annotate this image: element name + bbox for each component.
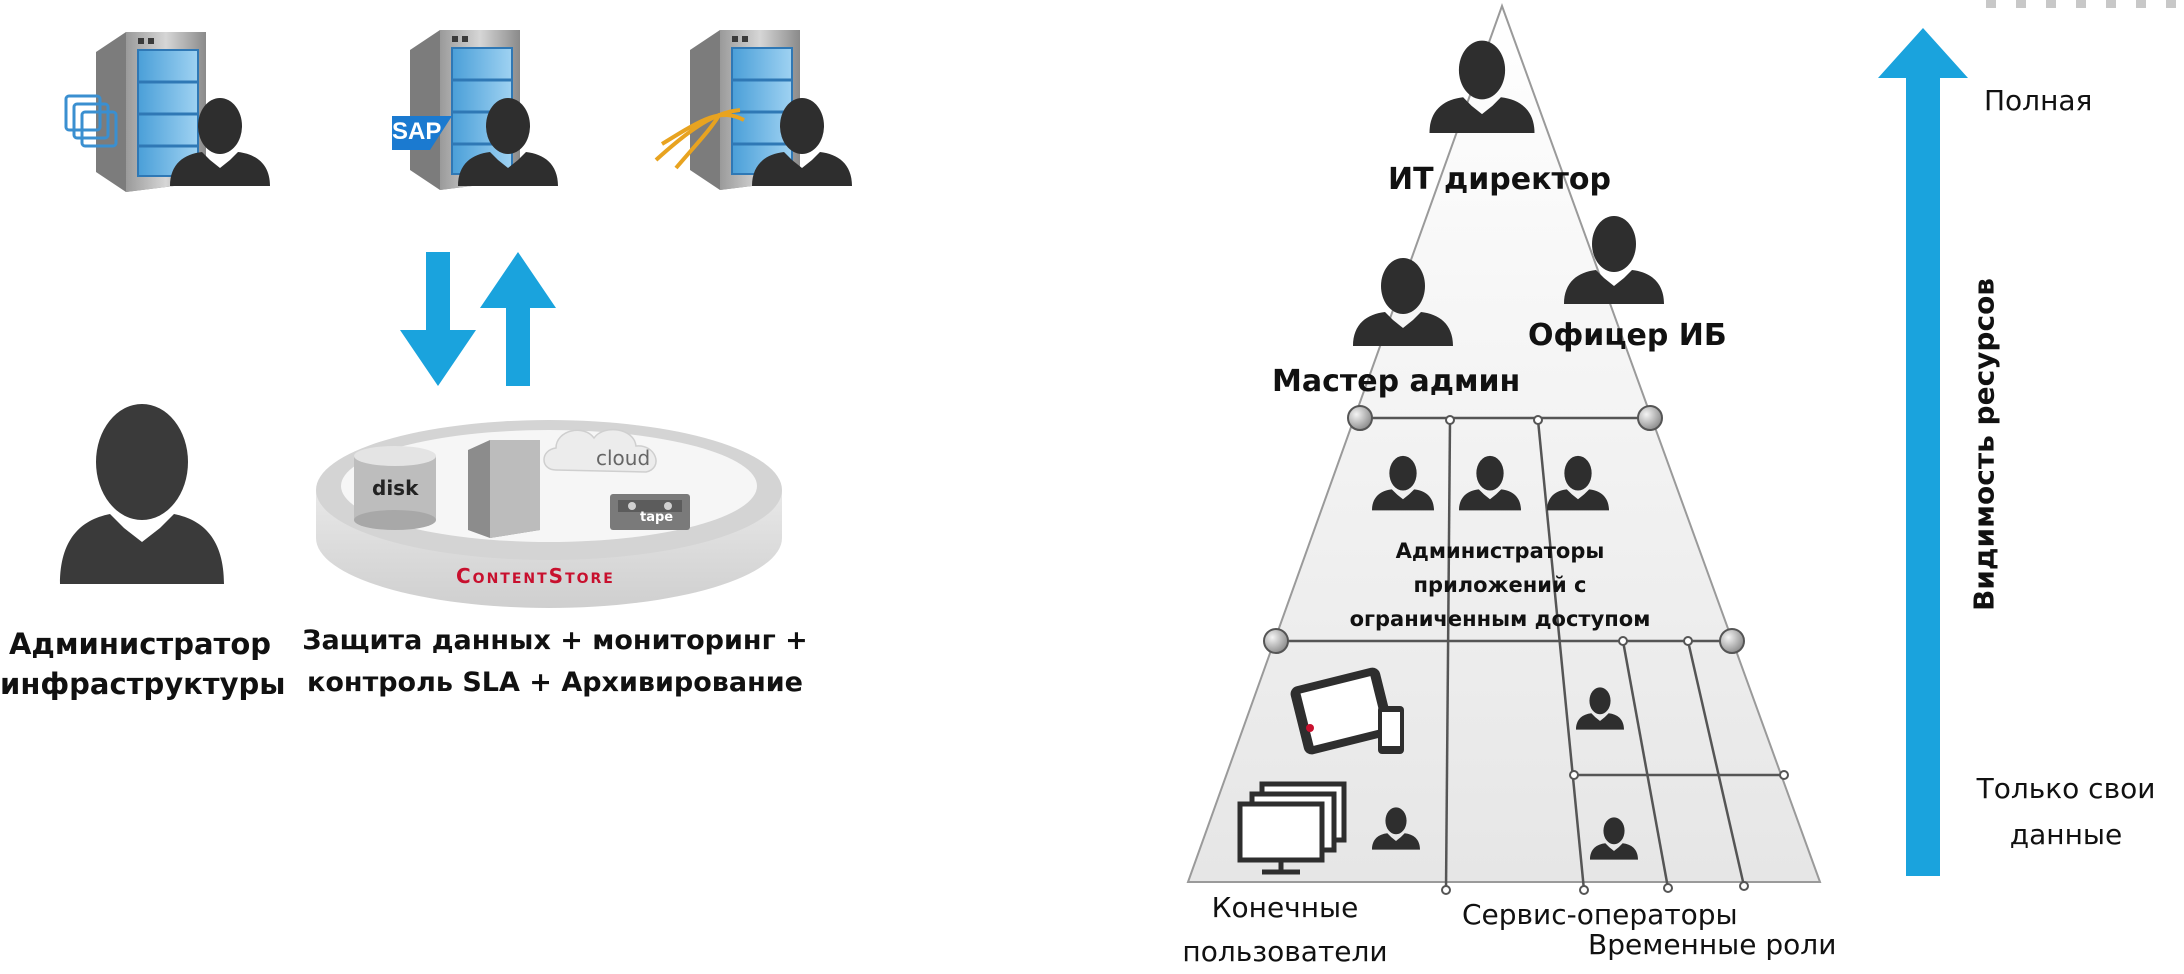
admin-caption-line: инфраструктуры [0, 667, 286, 701]
label-temporary-roles: Временные роли [1588, 928, 1837, 961]
label-service-operators: Сервис-операторы [1462, 898, 1738, 931]
admin-caption-line: Администратор [8, 627, 272, 661]
label-end-users-line: Конечные [1211, 891, 1359, 924]
scale-bottom-label: Только свои данные [1966, 766, 2166, 858]
level-handles [1263, 405, 1745, 654]
role-app-admins-line: Администраторы [1395, 539, 1605, 563]
role-it-director: ИТ директор [1388, 162, 1611, 197]
label-end-users-line: пользователи [1182, 935, 1388, 968]
role-app-admins: Администраторы приложений с ограниченным… [1330, 534, 1670, 636]
sql-server-logo-icon [654, 108, 745, 170]
services-caption-line: контроль SLA + Архивирование [307, 667, 803, 698]
tape-icon [610, 494, 690, 530]
disk-icon [354, 446, 436, 530]
scale-top-label: Полная [1984, 84, 2093, 117]
up-arrow-icon [1878, 28, 1968, 876]
label-end-users: Конечные пользователи [1170, 886, 1400, 974]
admin-silhouette-icon [60, 404, 224, 584]
services-caption-line: Защита данных + мониторинг + [302, 625, 808, 656]
scale-bottom-label-line: Только свои [1976, 772, 2156, 805]
services-caption: Защита данных + мониторинг + контроль SL… [300, 620, 810, 704]
tape-label: tape [640, 510, 674, 525]
scale-axis-label: Видимость ресурсов [1967, 277, 2001, 612]
phone-icon [1378, 706, 1404, 754]
role-master-admin: Мастер админ [1272, 364, 1521, 399]
role-security-officer: Офицер ИБ [1528, 318, 1727, 353]
vmware-logo-icon [64, 94, 118, 148]
down-arrow-icon [400, 252, 476, 386]
cloud-label: cloud [596, 446, 651, 470]
role-app-admins-line: приложений с [1413, 573, 1587, 597]
up-arrow-icon [480, 252, 556, 386]
disk-label: disk [372, 476, 419, 500]
pyramid [1186, 3, 1822, 883]
contentstore-brand: ContentStore [456, 564, 615, 588]
grid-nodes [1441, 415, 1789, 895]
scale-bottom-label-line: данные [2009, 818, 2123, 851]
monitor-icon [1237, 781, 1347, 875]
pyramid-grid [1276, 416, 1784, 891]
tower-server-icon [468, 440, 540, 538]
cloud-icon [543, 428, 657, 473]
role-app-admins-line: ограниченным доступом [1349, 607, 1651, 631]
sap-badge-text: SAP [392, 118, 442, 145]
decorative-dashes [1986, 0, 2176, 8]
sap-logo [392, 116, 452, 150]
tablet-icon [1290, 667, 1394, 755]
admin-caption: Администратор инфраструктуры [0, 624, 286, 704]
